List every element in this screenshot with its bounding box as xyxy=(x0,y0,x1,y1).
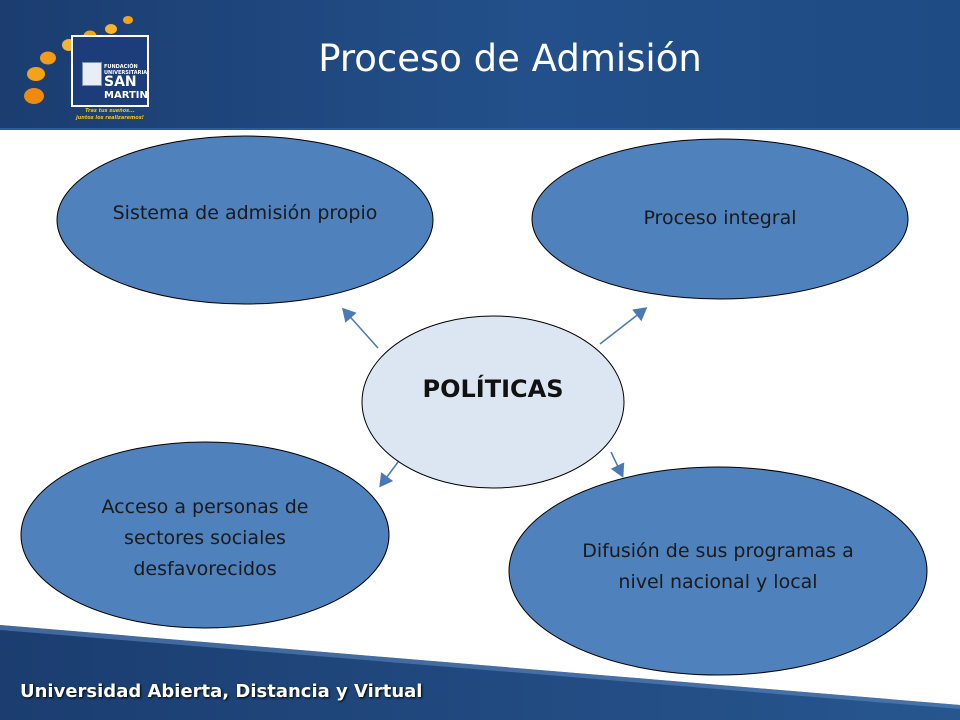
node-label-line: Proceso integral xyxy=(643,207,797,229)
node-label-difusion: Difusión de sus programas a nivel nacion… xyxy=(509,536,927,598)
node-label-proceso: Proceso integral xyxy=(532,203,908,234)
node-label-line: Difusión de sus programas a xyxy=(582,540,854,562)
node-sistema-admision xyxy=(56,135,434,305)
arrow-to-acceso xyxy=(379,461,399,488)
node-label-line: nivel nacional y local xyxy=(618,571,818,593)
shield-icon xyxy=(82,62,102,86)
node-label-line: sectores sociales xyxy=(124,527,286,549)
arrow-to-sistema xyxy=(341,307,379,349)
logo-slogan: Tras tus sueños... juntos los realizarem… xyxy=(70,108,150,122)
arrow-to-proceso xyxy=(599,307,648,345)
slide-header xyxy=(0,0,960,130)
logo-line-1: FUNDACIÓN xyxy=(104,64,138,70)
node-difusion-programas xyxy=(508,466,928,676)
logo-slogan-line-2: juntos los realizaremos! xyxy=(76,115,144,121)
node-label-line: Acceso a personas de xyxy=(101,496,309,518)
node-proceso-integral xyxy=(531,138,909,300)
logo-badge: FUNDACIÓN UNIVERSITARIA SAN MARTIN xyxy=(70,34,150,128)
node-label-line: desfavorecidos xyxy=(133,558,277,580)
logo-line-3: SAN xyxy=(104,74,137,90)
center-label: POLÍTICAS xyxy=(422,375,564,403)
logo-dots-icon xyxy=(24,16,133,104)
node-label-sistema: Sistema de admisión propio xyxy=(57,198,433,229)
node-label-acceso: Acceso a personas de sectores sociales d… xyxy=(21,492,389,585)
footer-band xyxy=(0,625,960,720)
node-acceso-personas xyxy=(20,441,390,629)
center-node-politicas xyxy=(361,315,625,489)
arrow-to-difusion xyxy=(610,451,625,478)
logo-line-4: MARTIN xyxy=(104,90,148,101)
university-logo: FUNDACIÓN UNIVERSITARIA SAN MARTIN Tras … xyxy=(10,12,160,122)
footer-text: Universidad Abierta, Distancia y Virtual xyxy=(20,681,423,702)
logo-slogan-line-1: Tras tus sueños... xyxy=(85,108,135,114)
node-label-line: Sistema de admisión propio xyxy=(112,202,378,224)
logo-line-2: UNIVERSITARIA xyxy=(104,70,148,76)
page-title: Proceso de Admisión xyxy=(318,37,702,80)
